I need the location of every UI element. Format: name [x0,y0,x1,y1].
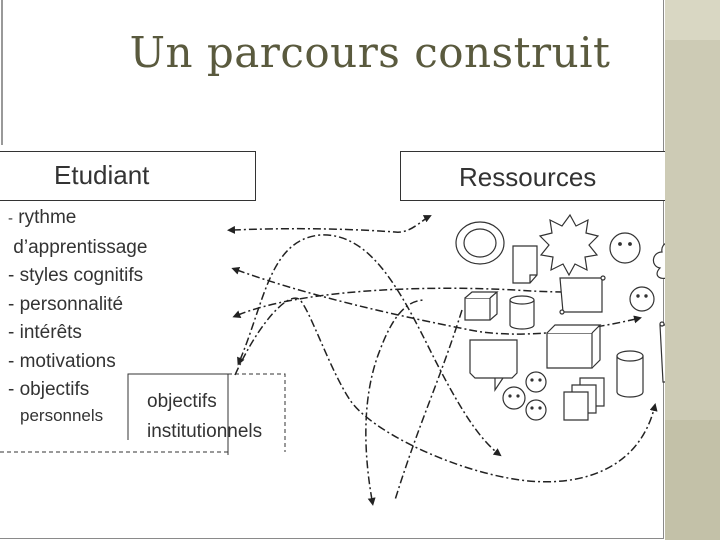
sidebar-band [665,0,720,40]
objectifs-institutionnels-label-1: objectifs [147,391,217,412]
smiley-group-icon [502,371,547,421]
cylinder-icon [616,350,644,398]
smiley-icon [629,286,655,312]
list-item: - personnalité [8,293,124,315]
list-item: - styles cognitifs [8,265,144,286]
list-item: - objectifs [8,379,90,400]
connector-arrow [234,297,658,483]
cylinder-icon [509,295,535,330]
document-icon [512,245,538,284]
cloud-icon [652,243,665,280]
objectifs-personnels-label: personnels [20,406,104,425]
smiley-icon [609,232,641,264]
speech-bubble-icon [469,339,518,392]
scroll-icon [559,275,606,315]
etudiant-label: Etudiant [54,160,150,190]
objectifs-box-dashed [0,373,286,455]
sidebar-band [665,420,720,540]
diagram-canvas [0,0,665,506]
box-3d-icon [546,324,602,369]
list-item: d’apprentissage [13,236,148,258]
starburst-icon [538,213,600,277]
list-item: - motivations [8,350,116,372]
decorative-sidebar [665,0,720,540]
circle-icon [455,221,505,265]
objectifs-box-solid [127,373,229,455]
scroll-icon [659,321,665,383]
page-title: Un parcours construit [129,28,611,77]
connector-arrow [237,234,502,457]
connector-arrow [227,215,432,234]
student-traits-list: - rythme d’apprentissage - styles cognit… [8,204,147,405]
connector-arrow [394,309,463,501]
slide: Un parcours construit Etudiant Ressource… [0,0,665,540]
ressources-box: Ressources [400,151,665,201]
list-item: - rythme [8,207,77,228]
list-item: - intérêts [8,322,82,343]
ressources-label: Ressources [459,162,597,192]
connector-arrow [365,299,426,506]
etudiant-box: Etudiant [0,151,256,201]
stacked-pages-icon [563,377,605,421]
cube-icon [464,291,499,321]
objectifs-institutionnels-label-2: institutionnels [147,421,263,442]
